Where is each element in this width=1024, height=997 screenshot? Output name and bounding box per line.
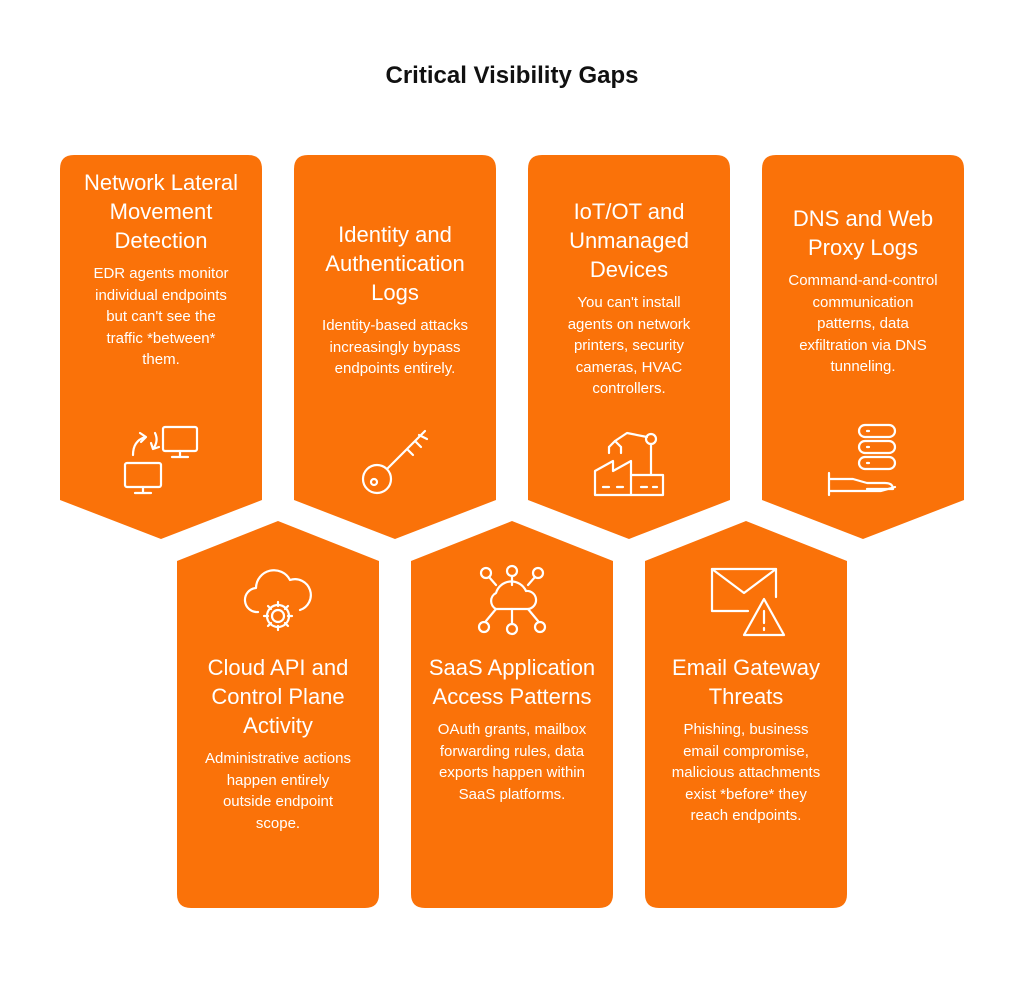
card-dns-web-proxy: DNS and Web Proxy Logs Command-and-contr… (762, 155, 964, 539)
network-transfer-icon (121, 419, 201, 499)
card-email-gateway-threats: Email Gateway Threats Phishing, business… (645, 521, 847, 908)
card-title: Cloud API and Control Plane Activity (207, 655, 349, 738)
cloud-network-icon (472, 559, 552, 639)
key-icon (355, 421, 435, 501)
card-iot-ot-unmanaged: IoT/OT and Unmanaged Devices You can't i… (528, 155, 730, 539)
card-description: Administrative actions happen entirely o… (205, 750, 351, 832)
card-shape (528, 155, 730, 539)
card-description: You can't install agents on network prin… (567, 294, 691, 397)
email-warning-icon (706, 561, 786, 641)
card-description: Identity-based attacks increasingly bypa… (322, 317, 468, 377)
factory-robot-icon (589, 421, 669, 501)
card-shape (645, 521, 847, 908)
card-shape (294, 155, 496, 539)
card-shape (411, 521, 613, 908)
card-description: Command-and-control communication patter… (788, 272, 938, 375)
card-identity-authentication: Identity and Authentication Logs Identit… (294, 155, 496, 539)
card-saas-access-patterns: SaaS Application Access Patterns OAuth g… (411, 521, 613, 908)
card-title: Identity and Authentication Logs (325, 222, 465, 305)
card-description: OAuth grants, mailbox forwarding rules, … (437, 721, 587, 803)
card-description: Phishing, business email compromise, mal… (671, 721, 821, 824)
card-shape (762, 155, 964, 539)
page-title: Critical Visibility Gaps (385, 62, 639, 89)
card-cloud-api-control-plane: Cloud API and Control Plane Activity Adm… (177, 521, 379, 908)
card-shape (177, 521, 379, 908)
card-description: EDR agents monitor individual endpoints … (93, 265, 229, 368)
card-title: SaaS Application Access Patterns (428, 655, 596, 709)
card-title: DNS and Web Proxy Logs (792, 206, 934, 260)
card-shape (60, 155, 262, 539)
cloud-gear-icon (238, 564, 318, 644)
server-hand-icon (823, 419, 903, 499)
card-title: Network Lateral Movement Detection (83, 170, 239, 253)
card-title: Email Gateway Threats (672, 655, 820, 709)
card-title: IoT/OT and Unmanaged Devices (569, 199, 689, 282)
card-network-lateral-movement: Network Lateral Movement Detection EDR a… (60, 155, 262, 539)
